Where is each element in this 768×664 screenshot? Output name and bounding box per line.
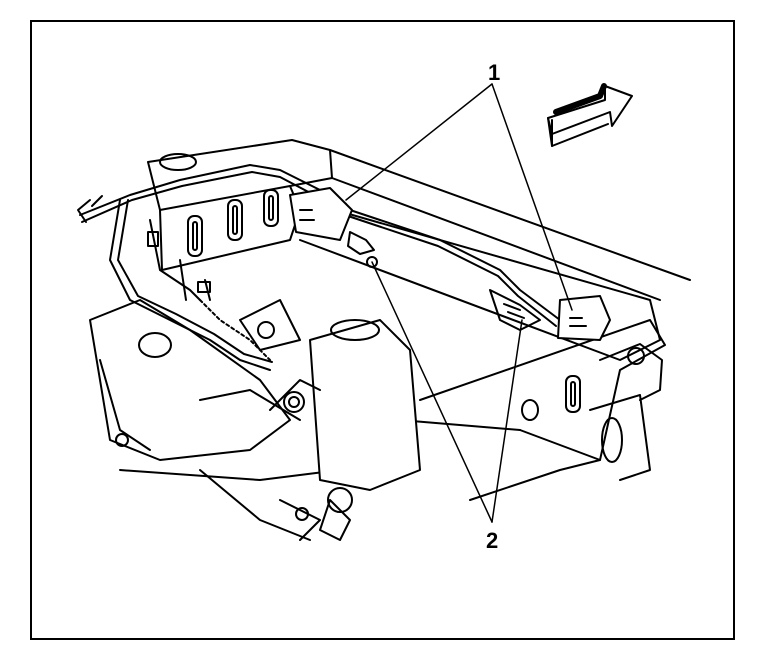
centre-mount (199, 299, 421, 541)
front-arrow-icon (547, 83, 633, 147)
connector-bracket-right (557, 295, 611, 341)
frame-side-rail (399, 319, 666, 501)
callout-label-2: 2 (486, 528, 499, 553)
connector-bracket-left (289, 187, 353, 241)
left-frame-section (89, 299, 341, 481)
callout-label-1: 1 (488, 60, 501, 85)
callout-leader-lines (345, 83, 573, 523)
